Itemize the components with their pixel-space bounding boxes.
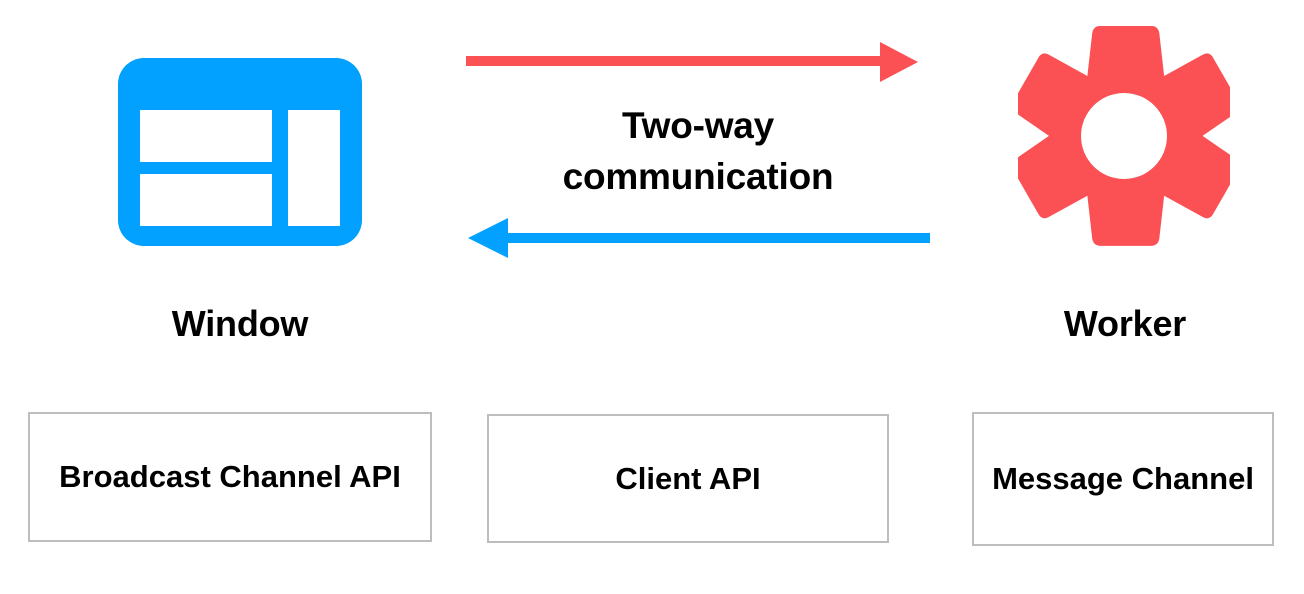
caption-line-2: communication	[562, 156, 834, 198]
arrow-window-to-worker	[462, 36, 924, 90]
api-box-broadcast-channel-api: Broadcast Channel API	[28, 412, 432, 542]
node-label-worker: Worker	[1063, 303, 1187, 344]
api-box-message-channel: Message Channel	[972, 412, 1274, 546]
caption-line-1: Two-way	[621, 105, 775, 146]
browser-window-icon	[118, 58, 362, 246]
center-caption: Two-way communication	[468, 100, 928, 202]
node-label-window: Window	[171, 303, 309, 344]
gear-icon	[1011, 25, 1240, 254]
api-box-client-api: Client API	[487, 414, 889, 543]
arrow-worker-to-window	[462, 212, 932, 266]
